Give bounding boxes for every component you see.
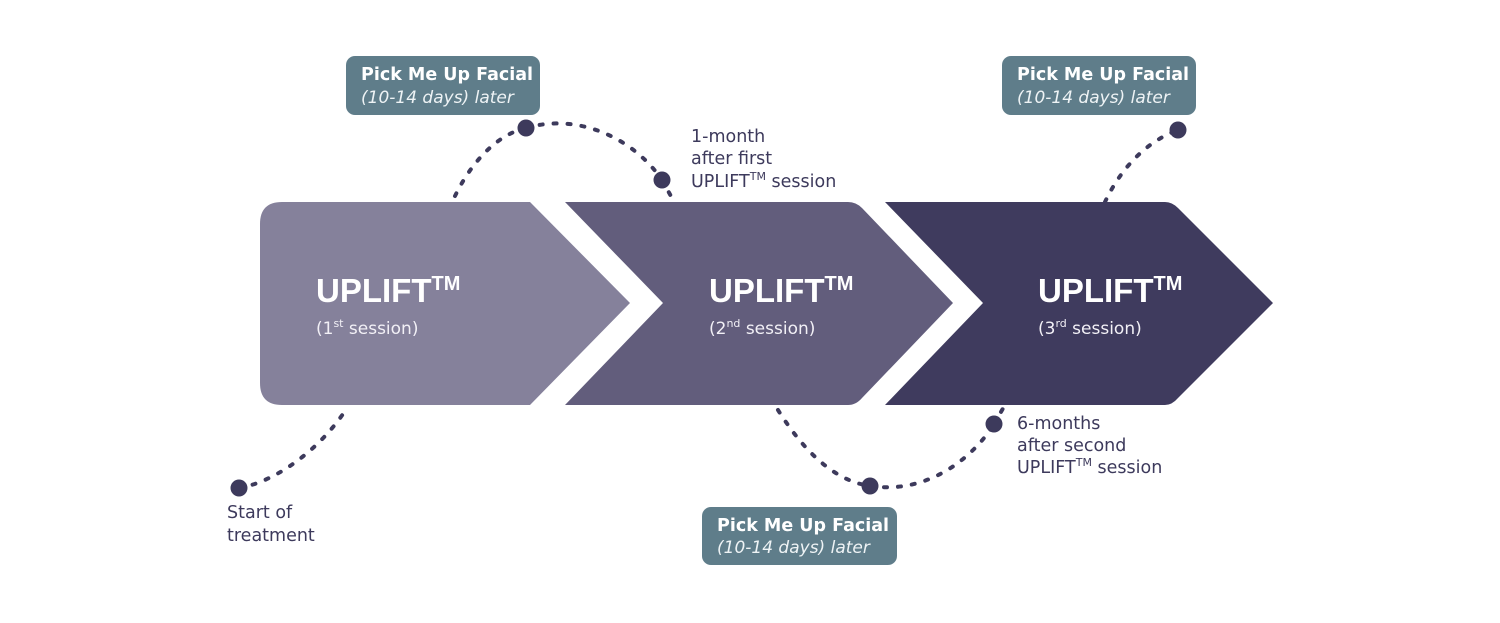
stage-1-shape [260, 202, 630, 405]
callout-facial-1: Pick Me Up Facial (10-14 days) later [346, 56, 540, 115]
stage-1-chevron: UPLIFTTM (1st session) [260, 202, 630, 405]
callout-2-subtitle: (10-14 days) later [717, 538, 871, 558]
callout-facial-2: Pick Me Up Facial (10-14 days) later [702, 507, 897, 565]
stage-2-chevron: UPLIFTTM (2nd session) [565, 202, 953, 405]
callout-1-subtitle: (10-14 days) later [361, 88, 515, 108]
callout-3-title: Pick Me Up Facial [1017, 65, 1189, 85]
stage-1-title: UPLIFTTM [316, 272, 460, 309]
milestone-one-month-line-3: UPLIFTTM session [691, 170, 836, 192]
milestone-six-months-line-1: 6-months [1017, 414, 1100, 434]
stage-2-title: UPLIFTTM [709, 272, 853, 309]
path-stage1-to-facial1 [453, 126, 528, 198]
milestone-one-month-line-2: after first [691, 149, 772, 169]
node-one-month [653, 171, 671, 189]
milestone-one-month: 1-month after first UPLIFTTM session [691, 127, 836, 192]
node-facial-3 [1169, 121, 1187, 139]
milestone-start: Start of treatment [227, 503, 315, 546]
milestone-start-line-2: treatment [227, 526, 315, 546]
callout-2-title: Pick Me Up Facial [717, 516, 889, 536]
path-start-to-stage1 [237, 406, 349, 490]
stage-1-subtitle: (1st session) [316, 317, 418, 339]
stage-3-chevron: UPLIFTTM (3rd session) [885, 202, 1273, 405]
callout-2-box [702, 507, 897, 565]
node-start [230, 479, 248, 497]
path-facial2-to-sixmonths [868, 422, 996, 490]
node-facial-2 [861, 477, 879, 495]
path-facial1-to-onemonth [524, 121, 664, 182]
milestone-six-months-line-2: after second [1017, 436, 1126, 456]
stage-3-title: UPLIFTTM [1038, 272, 1182, 309]
milestone-start-line-1: Start of [227, 503, 293, 523]
node-six-months [985, 415, 1003, 433]
path-stage2-to-facial2 [776, 408, 872, 488]
callout-facial-3: Pick Me Up Facial (10-14 days) later [1002, 56, 1196, 115]
stage-2-shape [565, 202, 953, 405]
callout-3-box [1002, 56, 1196, 115]
callout-1-title: Pick Me Up Facial [361, 65, 533, 85]
milestone-one-month-line-1: 1-month [691, 127, 765, 147]
callout-3-subtitle: (10-14 days) later [1017, 88, 1171, 108]
node-facial-1 [517, 119, 535, 137]
stage-3-shape [885, 202, 1273, 405]
stage-2-subtitle: (2nd session) [709, 317, 815, 339]
path-stage3-to-facial3 [1103, 128, 1180, 204]
milestone-six-months: 6-months after second UPLIFTTM session [1017, 414, 1162, 478]
stage-3-subtitle: (3rd session) [1038, 317, 1142, 339]
callout-1-box [346, 56, 540, 115]
milestone-six-months-line-3: UPLIFTTM session [1017, 456, 1162, 478]
